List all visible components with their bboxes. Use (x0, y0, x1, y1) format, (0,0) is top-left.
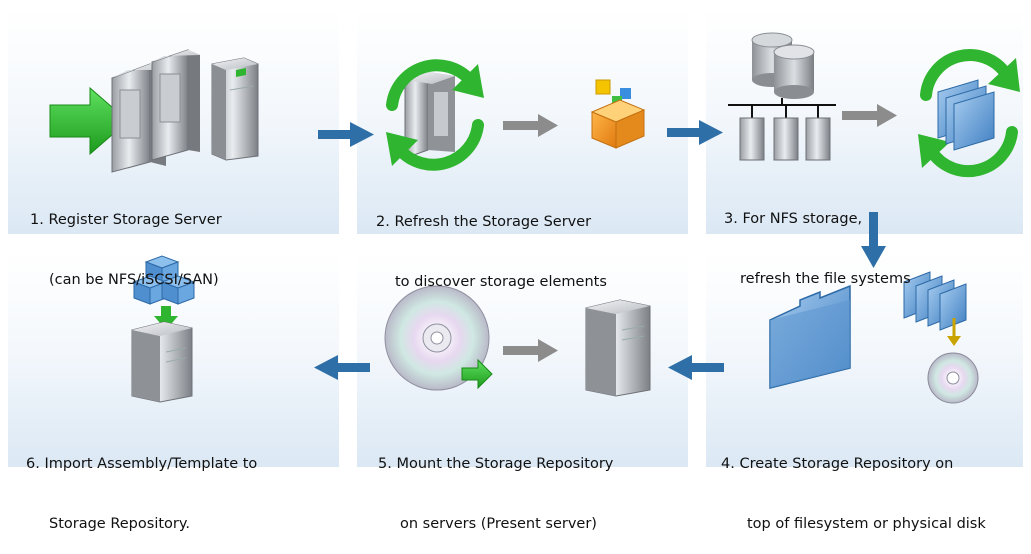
step-4-filesystems-icon (903, 271, 967, 346)
step-3-refresh-filesystems-icon (918, 49, 1020, 178)
step-2-caption: 2. Refresh the Storage Server to discove… (376, 172, 607, 312)
step-3-number: 3. (724, 211, 738, 227)
flow-arrow-1-to-2 (318, 122, 374, 147)
step-6-line2: Storage Repository. (49, 516, 190, 532)
step-3-line2: refresh the file systems (740, 271, 911, 287)
step-3-network-servers-icon (728, 98, 836, 161)
step-2-package-icon (590, 79, 646, 149)
step-1-server-rack-icon (111, 49, 200, 173)
step-1-line2: (can be NFS/iSCSI/SAN) (49, 272, 219, 288)
step-6-line1: Import Assembly/Template to (44, 456, 258, 472)
step-3-database-icon (751, 32, 815, 99)
step-2-number: 2. (376, 214, 390, 230)
step-5-number: 5. (378, 456, 392, 472)
step-1-server-tower-icon (211, 57, 259, 161)
step-5-line1: Mount the Storage Repository (396, 456, 614, 472)
step-2-line1: Refresh the Storage Server (394, 214, 592, 230)
step-4-caption: 4. Create Storage Repository on top of f… (721, 414, 986, 554)
step-4-line1: Create Storage Repository on (739, 456, 954, 472)
step-2-line2: to discover storage elements (395, 274, 607, 290)
workflow-artwork (49, 32, 1020, 404)
step-6-blocks-icon (132, 255, 196, 305)
step-2-grey-arrow (503, 114, 558, 137)
step-6-caption: 6. Import Assembly/Template to Storage R… (26, 414, 257, 554)
step-1-number: 1. (30, 212, 44, 228)
step-5-disc-icon (384, 285, 490, 391)
step-6-server-icon (131, 321, 193, 403)
step-2-refresh-server-icon (386, 59, 484, 171)
flow-arrow-4-to-5 (668, 355, 724, 380)
step-5-grey-arrow (503, 339, 558, 362)
step-5-green-arrow-icon (461, 358, 493, 390)
step-4-folder-icon (769, 284, 851, 389)
step-6-number: 6. (26, 456, 40, 472)
step-1-caption: 1. Register Storage Server (can be NFS/i… (30, 170, 222, 310)
step-4-disc-icon (927, 352, 979, 404)
step-3-line1: For NFS storage, (742, 211, 863, 227)
step-5-server-icon (585, 299, 651, 397)
flow-arrow-3-to-4 (861, 212, 886, 268)
flow-arrow-5-to-6 (314, 355, 370, 380)
step-4-line2: top of filesystem or physical disk (747, 516, 986, 532)
step-5-line2: on servers (Present server) (400, 516, 597, 532)
step-3-caption: 3. For NFS storage, refresh the file sys… (724, 169, 911, 309)
step-5-caption: 5. Mount the Storage Repository on serve… (378, 414, 613, 554)
step-1-green-arrow-icon (49, 86, 129, 156)
step-1-line1: Register Storage Server (48, 212, 222, 228)
flow-arrow-2-to-3 (667, 120, 723, 145)
step-3-grey-arrow (842, 104, 897, 127)
step-4-number: 4. (721, 456, 735, 472)
step-4-panel (706, 251, 1023, 467)
